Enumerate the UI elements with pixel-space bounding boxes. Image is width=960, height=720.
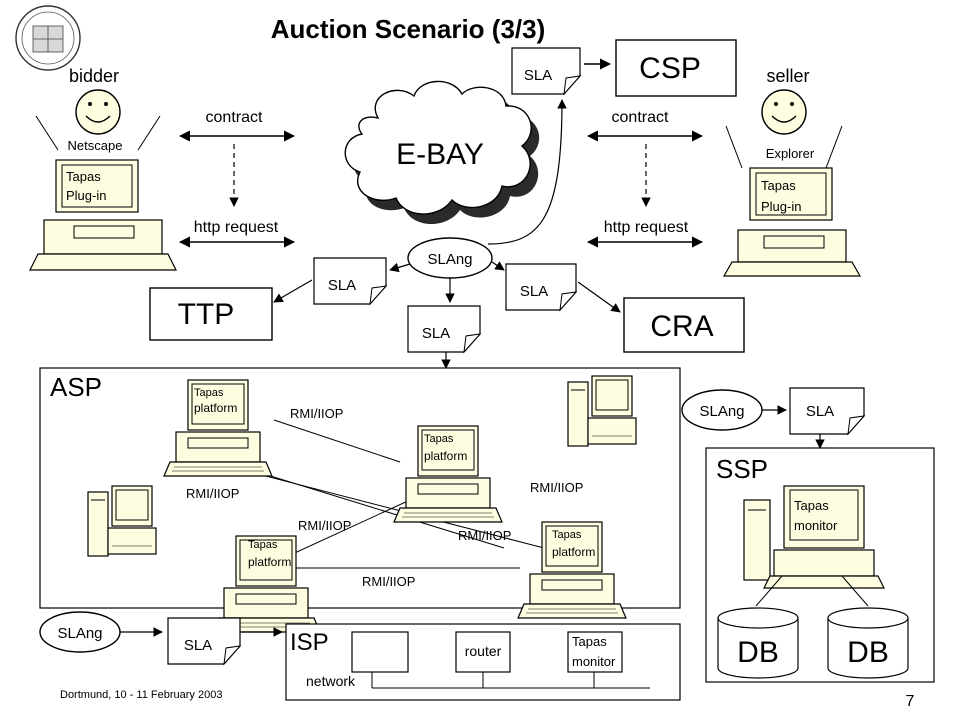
isp-sla-chain: SLAng SLA <box>39 611 283 666</box>
seller-computer-icon <box>722 167 862 277</box>
ssp-monitor-tapas: Tapas <box>794 498 829 513</box>
sla-doc-ttp: SLA <box>313 257 388 306</box>
ssp-label: SSP <box>716 454 768 484</box>
platform-4-tapas: Tapas <box>248 539 278 551</box>
seller-plugin-line2: Plug-in <box>761 199 801 214</box>
seller-browser: Explorer <box>766 146 815 161</box>
slang-label-isp: SLAng <box>57 625 102 642</box>
rmi-label-2: RMI/IIOP <box>530 480 583 495</box>
platform-1-platform: platform <box>194 401 237 415</box>
rmi-label-6: RMI/IIOP <box>362 574 415 589</box>
http-request-label-left: http request <box>194 219 279 236</box>
asp-platform-computer-3: Tapas platform <box>517 521 627 619</box>
router-label: router <box>465 643 502 659</box>
sla-label-ttp: SLA <box>328 277 356 294</box>
isp-label: ISP <box>290 629 329 656</box>
ebay-cloud: E-BAY <box>344 80 540 225</box>
page-title: Auction Scenario (3/3) <box>271 14 546 44</box>
rmi-label-1: RMI/IIOP <box>290 406 343 421</box>
platform-3-platform: platform <box>552 545 595 559</box>
bidder-computer-icon <box>29 159 177 271</box>
contract-label-right: contract <box>612 109 669 126</box>
asp-platform-computer-4: Tapas platform <box>211 535 321 633</box>
seller-station: seller Explorer Tapas Plug-in <box>722 66 862 277</box>
sla-label-cra: SLA <box>520 283 548 300</box>
asp-tower-computer-2 <box>567 375 637 447</box>
bidder-station: bidder Netscape Tapas Plug-in <box>29 66 177 271</box>
ttp-label: TTP <box>178 298 235 331</box>
isp-network-node <box>351 631 409 673</box>
database-1: DB <box>717 607 799 679</box>
isp-monitor-tapas: Tapas <box>572 634 607 649</box>
bidder-label: bidder <box>69 66 119 86</box>
bidder-browser: Netscape <box>68 138 123 153</box>
db-label-1: DB <box>737 636 779 669</box>
bidder-contract-arrows: contract http request <box>178 109 296 248</box>
cra-label: CRA <box>650 310 713 343</box>
bidder-smiley-icon <box>75 89 121 135</box>
footer-text: Dortmund, 10 - 11 February 2003 <box>60 689 222 701</box>
rmi-label-5: RMI/IIOP <box>458 528 511 543</box>
university-seal-logo <box>15 5 81 71</box>
asp-platform-computer-2: Tapas platform <box>393 425 503 523</box>
platform-1-tapas: Tapas <box>194 387 224 399</box>
rmi-label-3: RMI/IIOP <box>186 486 239 501</box>
isp-section: ISP router Tapas monitor network <box>285 623 681 701</box>
db-label-2: DB <box>847 636 889 669</box>
asp-tower-computer-1 <box>87 485 157 557</box>
asp-section: ASP RMI/IIOP RMI/IIOP RMI/IIOP RMI/IIOP … <box>39 367 681 633</box>
central-slang: SLAng <box>389 99 567 303</box>
ttp-box <box>149 287 273 341</box>
bidder-plugin-line1: Tapas <box>66 169 101 184</box>
cra-section: CRA <box>623 297 745 353</box>
isp-monitor-box <box>567 631 623 673</box>
seller-label: seller <box>766 66 809 86</box>
csp-label: CSP <box>639 52 701 85</box>
sla-label-isp: SLA <box>184 637 212 654</box>
ssp-monitor-computer: Tapas monitor <box>743 485 885 589</box>
bidder-plugin-line2: Plug-in <box>66 188 106 203</box>
slang-label-ssp: SLAng <box>699 403 744 420</box>
seller-contract-arrows: contract http request <box>586 109 704 248</box>
ssp-sla-chain: SLAng SLA <box>681 387 866 449</box>
rmi-label-4: RMI/IIOP <box>298 518 351 533</box>
asp-label: ASP <box>50 372 102 402</box>
seller-smiley-icon <box>761 89 807 135</box>
cra-box <box>623 297 745 353</box>
page-number: 7 <box>906 693 915 710</box>
platform-4-platform: platform <box>248 555 291 569</box>
ebay-label: E-BAY <box>396 138 484 171</box>
asp-platform-computer-1: Tapas platform <box>163 379 273 477</box>
http-request-label-right: http request <box>604 219 689 236</box>
ssp-section: SSP Tapas monitor DB DB <box>705 447 935 683</box>
platform-2-tapas: Tapas <box>424 433 454 445</box>
network-label: network <box>306 673 356 689</box>
ssp-monitor-label: monitor <box>794 518 838 533</box>
seller-plugin-line1: Tapas <box>761 178 796 193</box>
database-2: DB <box>827 607 909 679</box>
slang-label-center: SLAng <box>427 251 472 268</box>
ttp-section: TTP <box>149 287 273 341</box>
sla-doc-cra: SLA <box>505 263 578 312</box>
sla-label-asp: SLA <box>422 325 450 342</box>
platform-2-platform: platform <box>424 449 467 463</box>
platform-3-tapas: Tapas <box>552 529 582 541</box>
sla-label-ssp: SLA <box>806 403 834 420</box>
sla-label-csp: SLA <box>524 67 552 84</box>
isp-monitor-label: monitor <box>572 654 616 669</box>
csp-box <box>615 39 737 97</box>
sla-doc-asp: SLA <box>407 305 482 354</box>
contract-label-left: contract <box>206 109 263 126</box>
csp-section: SLA CSP <box>511 39 737 97</box>
